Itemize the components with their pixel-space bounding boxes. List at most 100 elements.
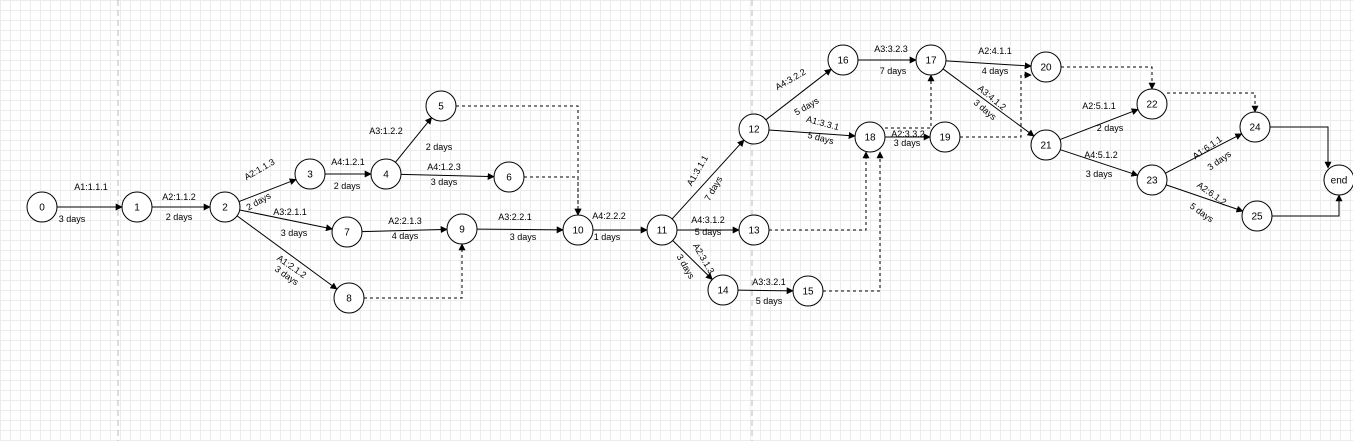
dummy-dependency-20-22 [1061, 66, 1156, 90]
node-circle[interactable] [493, 161, 525, 193]
node-label: 5 [438, 102, 444, 113]
node-label: 0 [39, 203, 45, 214]
activity-name-label: A2:6.1.2 [1195, 180, 1228, 207]
activity-name-label: A2:1.1.3 [242, 157, 276, 182]
node-circle[interactable] [738, 214, 770, 246]
node-4[interactable]: 4 [370, 158, 402, 190]
node-7[interactable]: 7 [331, 216, 363, 248]
node-20[interactable]: 20 [1030, 51, 1062, 83]
node-11[interactable]: 11 [646, 214, 678, 246]
node-circle[interactable] [425, 90, 457, 122]
node-label: 22 [1146, 100, 1158, 111]
activity-name-label: A3:1.2.2 [369, 126, 403, 136]
node-circle[interactable] [854, 121, 886, 153]
node-19[interactable]: 19 [929, 121, 961, 153]
node-8[interactable]: 8 [333, 282, 365, 314]
activity-name-label: A2:4.1.1 [978, 46, 1012, 56]
node-circle[interactable] [738, 113, 770, 145]
node-circle[interactable] [1030, 51, 1062, 83]
activity-duration-label: 7 days [702, 174, 724, 202]
node-circle[interactable] [915, 44, 947, 76]
activity-arrow-11-12 [671, 139, 745, 220]
node-circle[interactable] [121, 191, 153, 223]
node-label: 10 [572, 226, 584, 237]
node-label: end [1331, 176, 1348, 187]
activity-name-label: A2:3.3.2 [891, 129, 925, 139]
node-circle[interactable] [1030, 129, 1062, 161]
activity-name-label: A2:1.1.2 [162, 192, 196, 202]
node-circle[interactable] [1239, 111, 1271, 143]
node-circle[interactable] [331, 216, 363, 248]
node-9[interactable]: 9 [446, 213, 478, 245]
node-13[interactable]: 13 [738, 214, 770, 246]
node-label: 3 [307, 170, 313, 181]
node-3[interactable]: 3 [294, 158, 326, 190]
activity-name-label: A4:5.1.2 [1084, 150, 1118, 160]
activity-name-label: A4:1.2.3 [427, 162, 461, 172]
activity-duration-label: 3 days [1086, 169, 1113, 179]
activity-name-label: A4:2.2.2 [592, 211, 626, 221]
node-label: 7 [344, 228, 350, 239]
node-15[interactable]: 15 [792, 275, 824, 307]
node-circle[interactable] [333, 282, 365, 314]
node-5[interactable]: 5 [425, 90, 457, 122]
node-22[interactable]: 22 [1136, 88, 1168, 120]
node-16[interactable]: 16 [827, 44, 859, 76]
node-circle[interactable] [1136, 164, 1168, 196]
activity-name-label: A2:2.1.3 [388, 216, 422, 226]
node-circle[interactable] [209, 191, 241, 223]
node-label: 1 [134, 203, 140, 214]
activity-arrow-7-9 [361, 226, 448, 234]
activity-arrow-9-10 [476, 226, 564, 234]
node-label: 18 [864, 133, 876, 144]
dummy-dependency-5-10 [456, 105, 582, 216]
activity-duration-label: 2 days [426, 142, 453, 152]
node-18[interactable]: 18 [854, 121, 886, 153]
node-circle[interactable] [1136, 88, 1168, 120]
node-21[interactable]: 21 [1030, 129, 1062, 161]
node-circle[interactable] [929, 121, 961, 153]
activity-duration-label: 2 days [334, 181, 361, 191]
activity-duration-label: 5 days [1188, 201, 1216, 225]
connector-arrow-24-end [1270, 126, 1332, 169]
node-label: 11 [657, 226, 668, 237]
activity-arrow-2-8 [236, 215, 338, 290]
node-0[interactable]: 0 [26, 191, 58, 223]
node-circle[interactable] [1323, 164, 1353, 196]
node-14[interactable]: 14 [707, 274, 739, 306]
node-6[interactable]: 6 [493, 161, 525, 193]
activity-duration-label: 2 days [1097, 123, 1124, 133]
activity-arrow-21-23 [1060, 149, 1139, 177]
activity-duration-label: 1 days [594, 232, 621, 242]
node-label: 25 [1251, 212, 1263, 223]
node-label: 15 [802, 287, 814, 298]
activity-duration-label: 3 days [431, 177, 458, 187]
node-2[interactable]: 2 [209, 191, 241, 223]
node-12[interactable]: 12 [738, 113, 770, 145]
dummy-dependency-6-10 [524, 176, 582, 216]
node-circle[interactable] [827, 44, 859, 76]
node-end[interactable]: end [1323, 164, 1353, 196]
node-circle[interactable] [792, 275, 824, 307]
node-label: 8 [346, 294, 352, 305]
activity-duration-label: 5 days [695, 227, 722, 237]
activity-arrow-2-3 [238, 178, 297, 203]
activity-duration-label: 3 days [281, 228, 308, 238]
node-17[interactable]: 17 [915, 44, 947, 76]
node-circle[interactable] [562, 214, 594, 246]
node-circle[interactable] [446, 213, 478, 245]
node-circle[interactable] [294, 158, 326, 190]
node-circle[interactable] [707, 274, 739, 306]
activity-name-label: A4:3.1.2 [691, 215, 725, 225]
node-label: 23 [1146, 176, 1158, 187]
node-25[interactable]: 25 [1241, 200, 1273, 232]
node-circle[interactable] [370, 158, 402, 190]
node-circle[interactable] [646, 214, 678, 246]
node-1[interactable]: 1 [121, 191, 153, 223]
node-24[interactable]: 24 [1239, 111, 1271, 143]
node-10[interactable]: 10 [562, 214, 594, 246]
node-circle[interactable] [26, 191, 58, 223]
node-23[interactable]: 23 [1136, 164, 1168, 196]
activity-duration-label: 4 days [392, 231, 419, 241]
node-circle[interactable] [1241, 200, 1273, 232]
